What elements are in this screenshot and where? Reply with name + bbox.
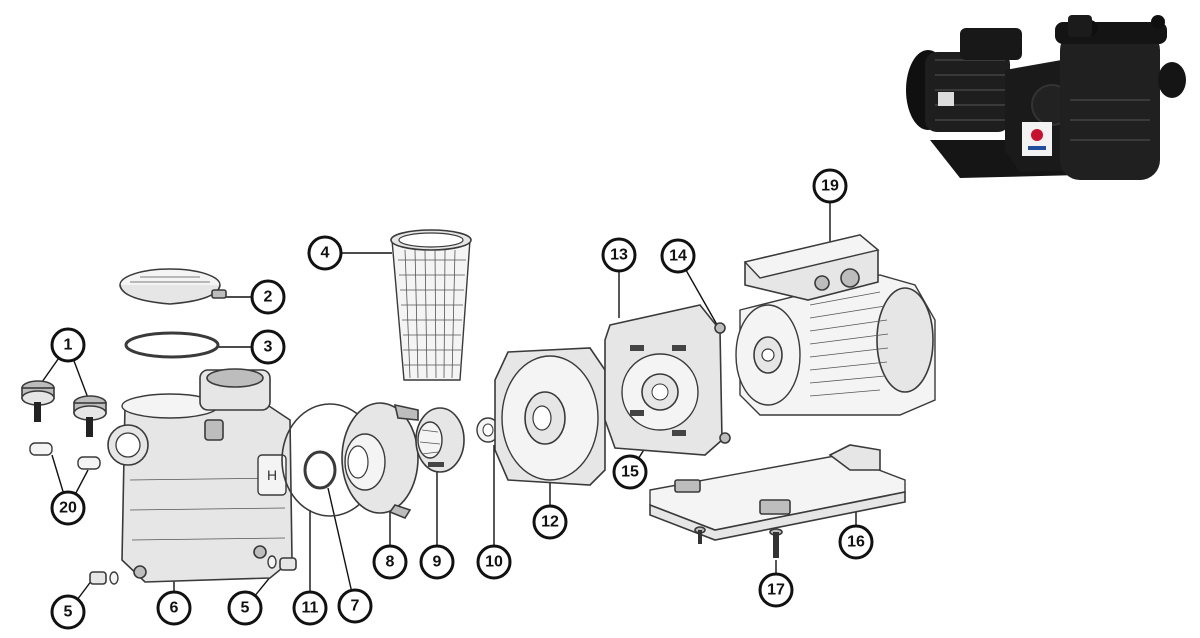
callout-7: 7 — [337, 588, 373, 624]
callout-6-label: 6 — [170, 600, 179, 617]
callout-8-label: 8 — [386, 554, 395, 571]
callout-12: 12 — [532, 504, 568, 540]
callout-5-left: 5 — [50, 594, 86, 630]
callout-7-label: 7 — [351, 598, 360, 615]
callout-4: 4 — [307, 235, 343, 271]
callout-17: 17 — [758, 572, 794, 608]
base-stand — [649, 444, 906, 541]
callout-13: 13 — [601, 237, 637, 273]
diffuser-o-ring — [303, 450, 337, 490]
callout-5-right-label: 5 — [241, 600, 250, 617]
pump-product-photo — [906, 15, 1186, 180]
callout-11: 11 — [292, 590, 328, 626]
drain-plugs — [89, 555, 297, 585]
callout-15-label: 15 — [621, 464, 639, 481]
callout-20: 20 — [50, 490, 86, 526]
diffuser — [341, 402, 419, 519]
callout-3: 3 — [250, 329, 286, 365]
callout-11-label: 11 — [302, 600, 319, 617]
callout-13-label: 13 — [610, 247, 628, 264]
base-screw — [694, 526, 783, 558]
svg-text:H: H — [267, 467, 277, 483]
lid-o-ring — [124, 331, 220, 359]
strainer-basket — [390, 229, 472, 381]
motor-adaptor-flange — [604, 304, 731, 456]
strainer-lid — [119, 268, 227, 305]
callout-14-label: 14 — [669, 248, 687, 265]
callout-16-label: 16 — [847, 534, 865, 551]
locking-pins — [29, 442, 101, 470]
callout-10: 10 — [476, 544, 512, 580]
mechanical-seal — [476, 417, 500, 443]
callout-8: 8 — [372, 544, 408, 580]
callout-5-left-label: 5 — [64, 604, 73, 621]
seal-plate — [494, 347, 606, 486]
callout-12-label: 12 — [541, 514, 559, 531]
callout-10-label: 10 — [485, 554, 503, 571]
callout-16: 16 — [838, 524, 874, 560]
callout-2-label: 2 — [264, 289, 273, 306]
callout-20-label: 20 — [59, 500, 77, 517]
thumb-knob-screws — [21, 380, 107, 437]
callout-17-label: 17 — [767, 582, 785, 599]
pump-housing: H — [107, 368, 293, 583]
callout-15: 15 — [612, 454, 648, 490]
callout-14: 14 — [660, 238, 696, 274]
callout-19: 19 — [812, 168, 848, 204]
callout-9-label: 9 — [433, 554, 442, 571]
callout-1-label: 1 — [64, 337, 73, 354]
impeller — [415, 407, 465, 473]
callout-6: 6 — [156, 590, 192, 626]
motor — [735, 234, 936, 416]
callout-19-label: 19 — [821, 178, 839, 195]
callout-3-label: 3 — [264, 339, 273, 356]
callout-5-right: 5 — [227, 590, 263, 626]
callout-2: 2 — [250, 279, 286, 315]
callout-1: 1 — [50, 327, 86, 363]
callout-9: 9 — [419, 544, 455, 580]
callout-4-label: 4 — [321, 245, 330, 262]
